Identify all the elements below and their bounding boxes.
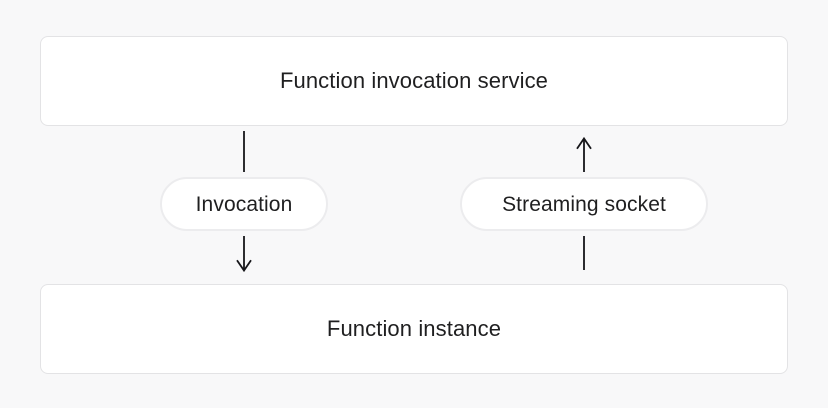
edge-label-streaming-socket[interactable]: Streaming socket [460, 177, 708, 231]
node-function-invocation-service-label: Function invocation service [279, 68, 549, 93]
node-function-invocation-service[interactable]: Function invocation service [40, 36, 788, 126]
arrowhead-up-icon [576, 136, 592, 150]
arrowhead-down-icon [236, 259, 252, 273]
edge-label-invocation-text: Invocation [195, 192, 293, 216]
edge-label-streaming-socket-text: Streaming socket [502, 192, 666, 216]
node-function-instance[interactable]: Function instance [40, 284, 788, 374]
node-function-instance-label: Function instance [326, 316, 502, 341]
edge-label-invocation[interactable]: Invocation [160, 177, 328, 231]
